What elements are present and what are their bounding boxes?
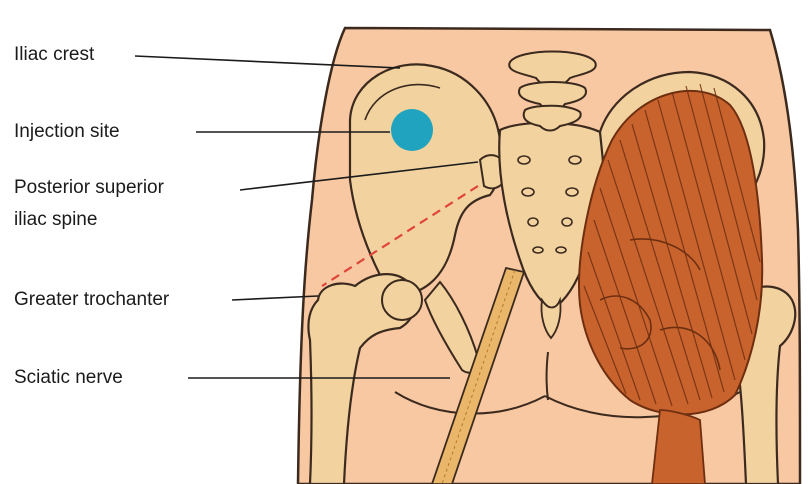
label-posterior-superior: Posterior superior (14, 177, 164, 199)
injection-site-marker (391, 109, 433, 151)
label-sciatic-nerve: Sciatic nerve (14, 367, 123, 389)
hamstring (652, 410, 705, 484)
left-femoral-head (382, 280, 422, 320)
label-injection-site: Injection site (14, 121, 120, 143)
label-greater-trochanter: Greater trochanter (14, 289, 169, 311)
label-iliac-crest: Iliac crest (14, 44, 94, 66)
label-iliac-spine: iliac spine (14, 209, 97, 231)
